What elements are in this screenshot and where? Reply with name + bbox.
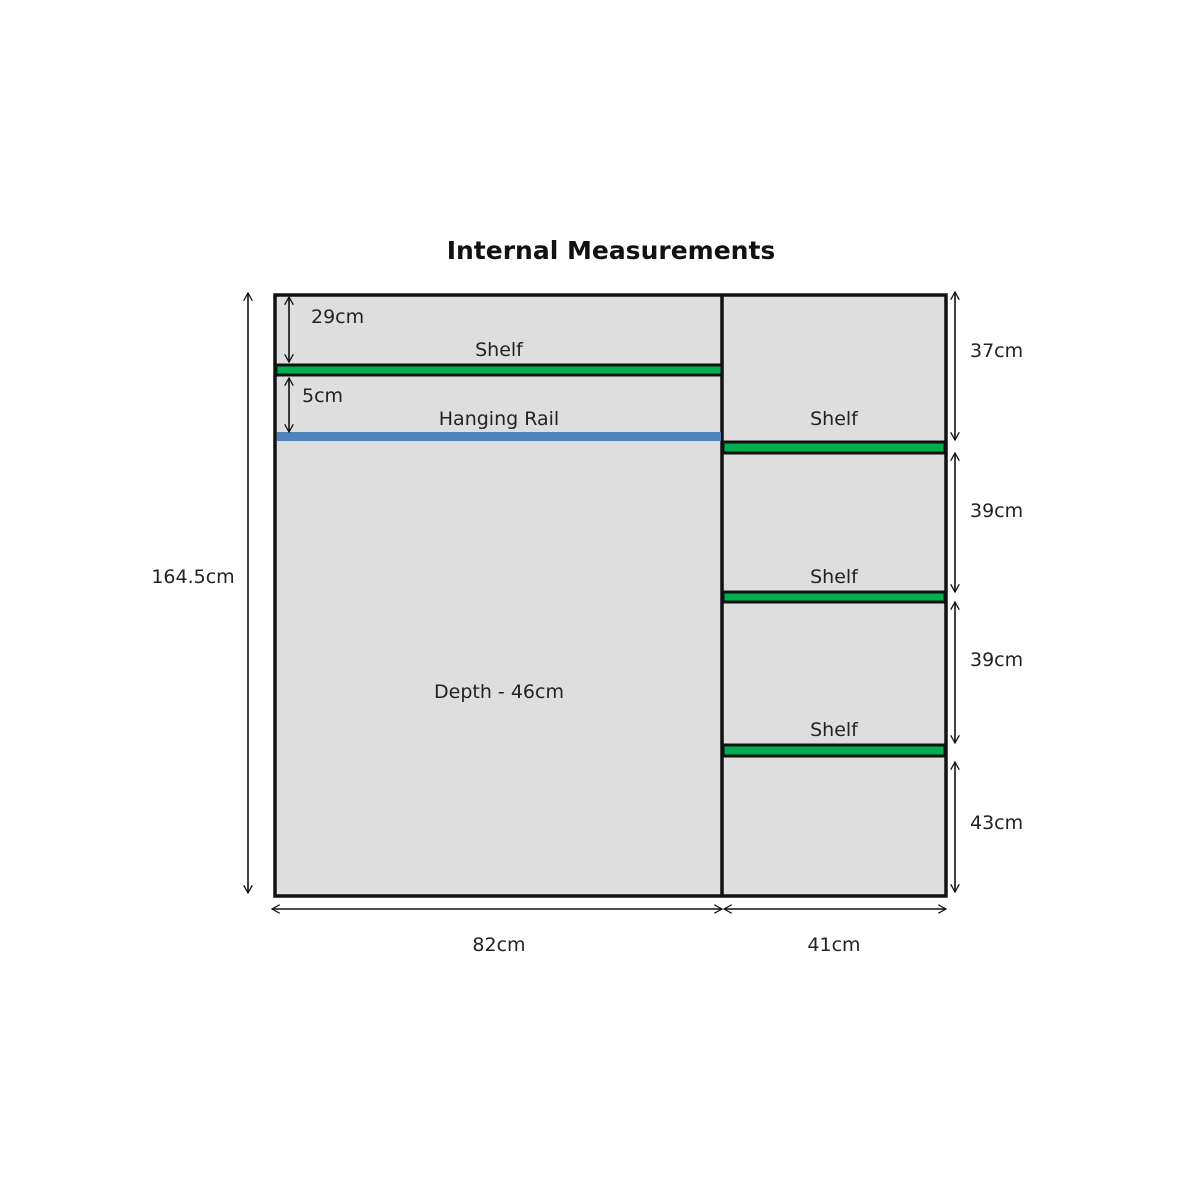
top-gap-label: 29cm — [311, 306, 364, 328]
right-shelf-2 — [721, 590, 947, 604]
height-label-2: 39cm — [970, 500, 1023, 522]
left-shelf-label: Shelf — [475, 339, 524, 361]
right-shelf-1-label: Shelf — [810, 408, 859, 430]
right-shelf-3-label: Shelf — [810, 719, 859, 741]
left-width-label: 82cm — [472, 934, 525, 956]
height-label-3: 39cm — [970, 649, 1023, 671]
depth-label: Depth - 46cm — [434, 681, 564, 703]
right-shelf-2-label: Shelf — [810, 566, 859, 588]
rail-label: Hanging Rail — [439, 408, 559, 430]
right-width-label: 41cm — [807, 934, 860, 956]
right-shelf-1 — [721, 440, 947, 455]
diagram-title: Internal Measurements — [447, 236, 776, 265]
rail-gap-label: 5cm — [302, 385, 343, 407]
height-label-4: 43cm — [970, 812, 1023, 834]
total-height-label: 164.5cm — [151, 566, 234, 588]
left-shelf — [274, 363, 724, 377]
hanging-rail — [277, 432, 721, 441]
height-label-1: 37cm — [970, 340, 1023, 362]
right-shelf-3 — [721, 743, 947, 758]
